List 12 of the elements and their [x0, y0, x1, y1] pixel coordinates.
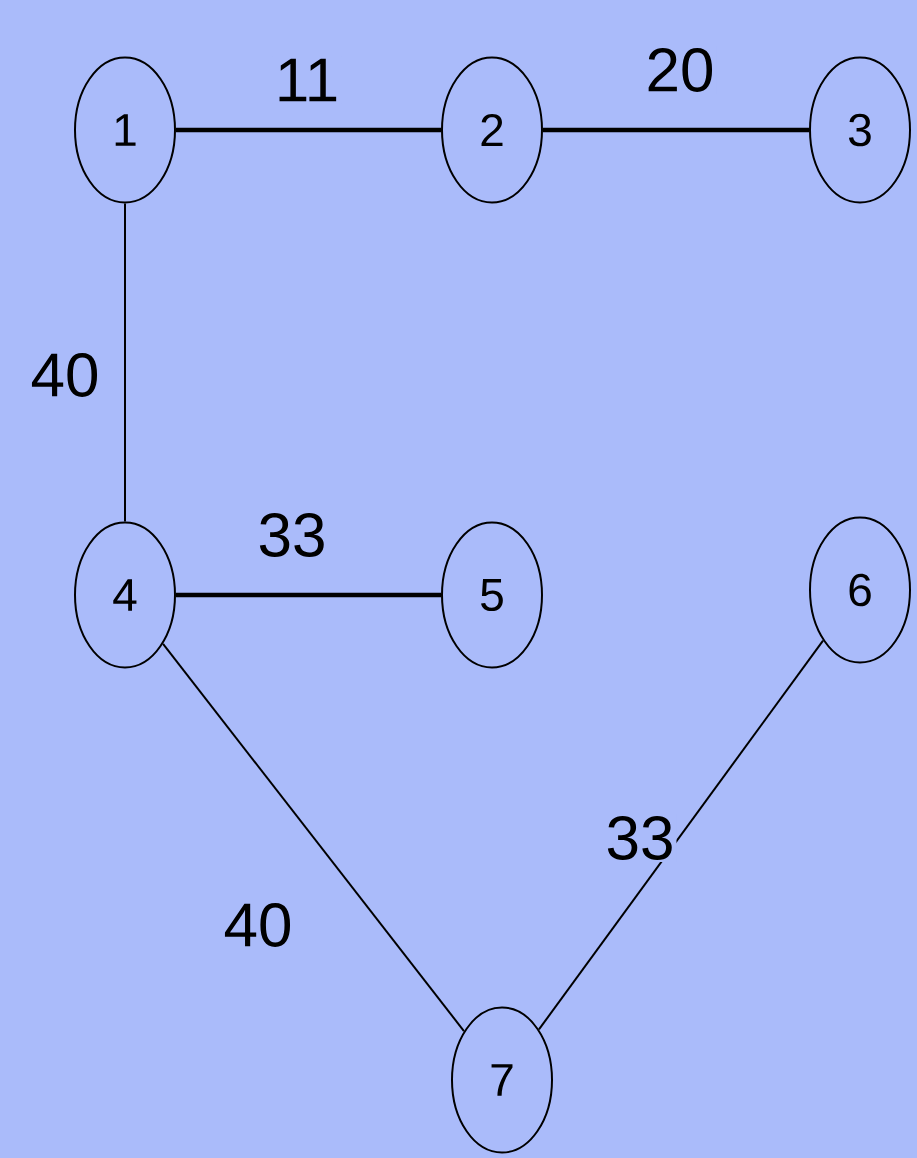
edge-line [538, 639, 824, 1031]
edge-line [543, 127, 809, 133]
edge-line [124, 202, 126, 523]
edge-line [176, 592, 441, 598]
edge-line [162, 642, 465, 1033]
edge-label: 33 [603, 814, 677, 862]
edge-label: 20 [643, 46, 717, 94]
edge-label: 33 [255, 511, 329, 559]
edge-label: 11 [272, 56, 342, 104]
edge-label: 40 [28, 351, 102, 399]
edge-label: 40 [221, 901, 295, 949]
edge-line [176, 127, 441, 133]
